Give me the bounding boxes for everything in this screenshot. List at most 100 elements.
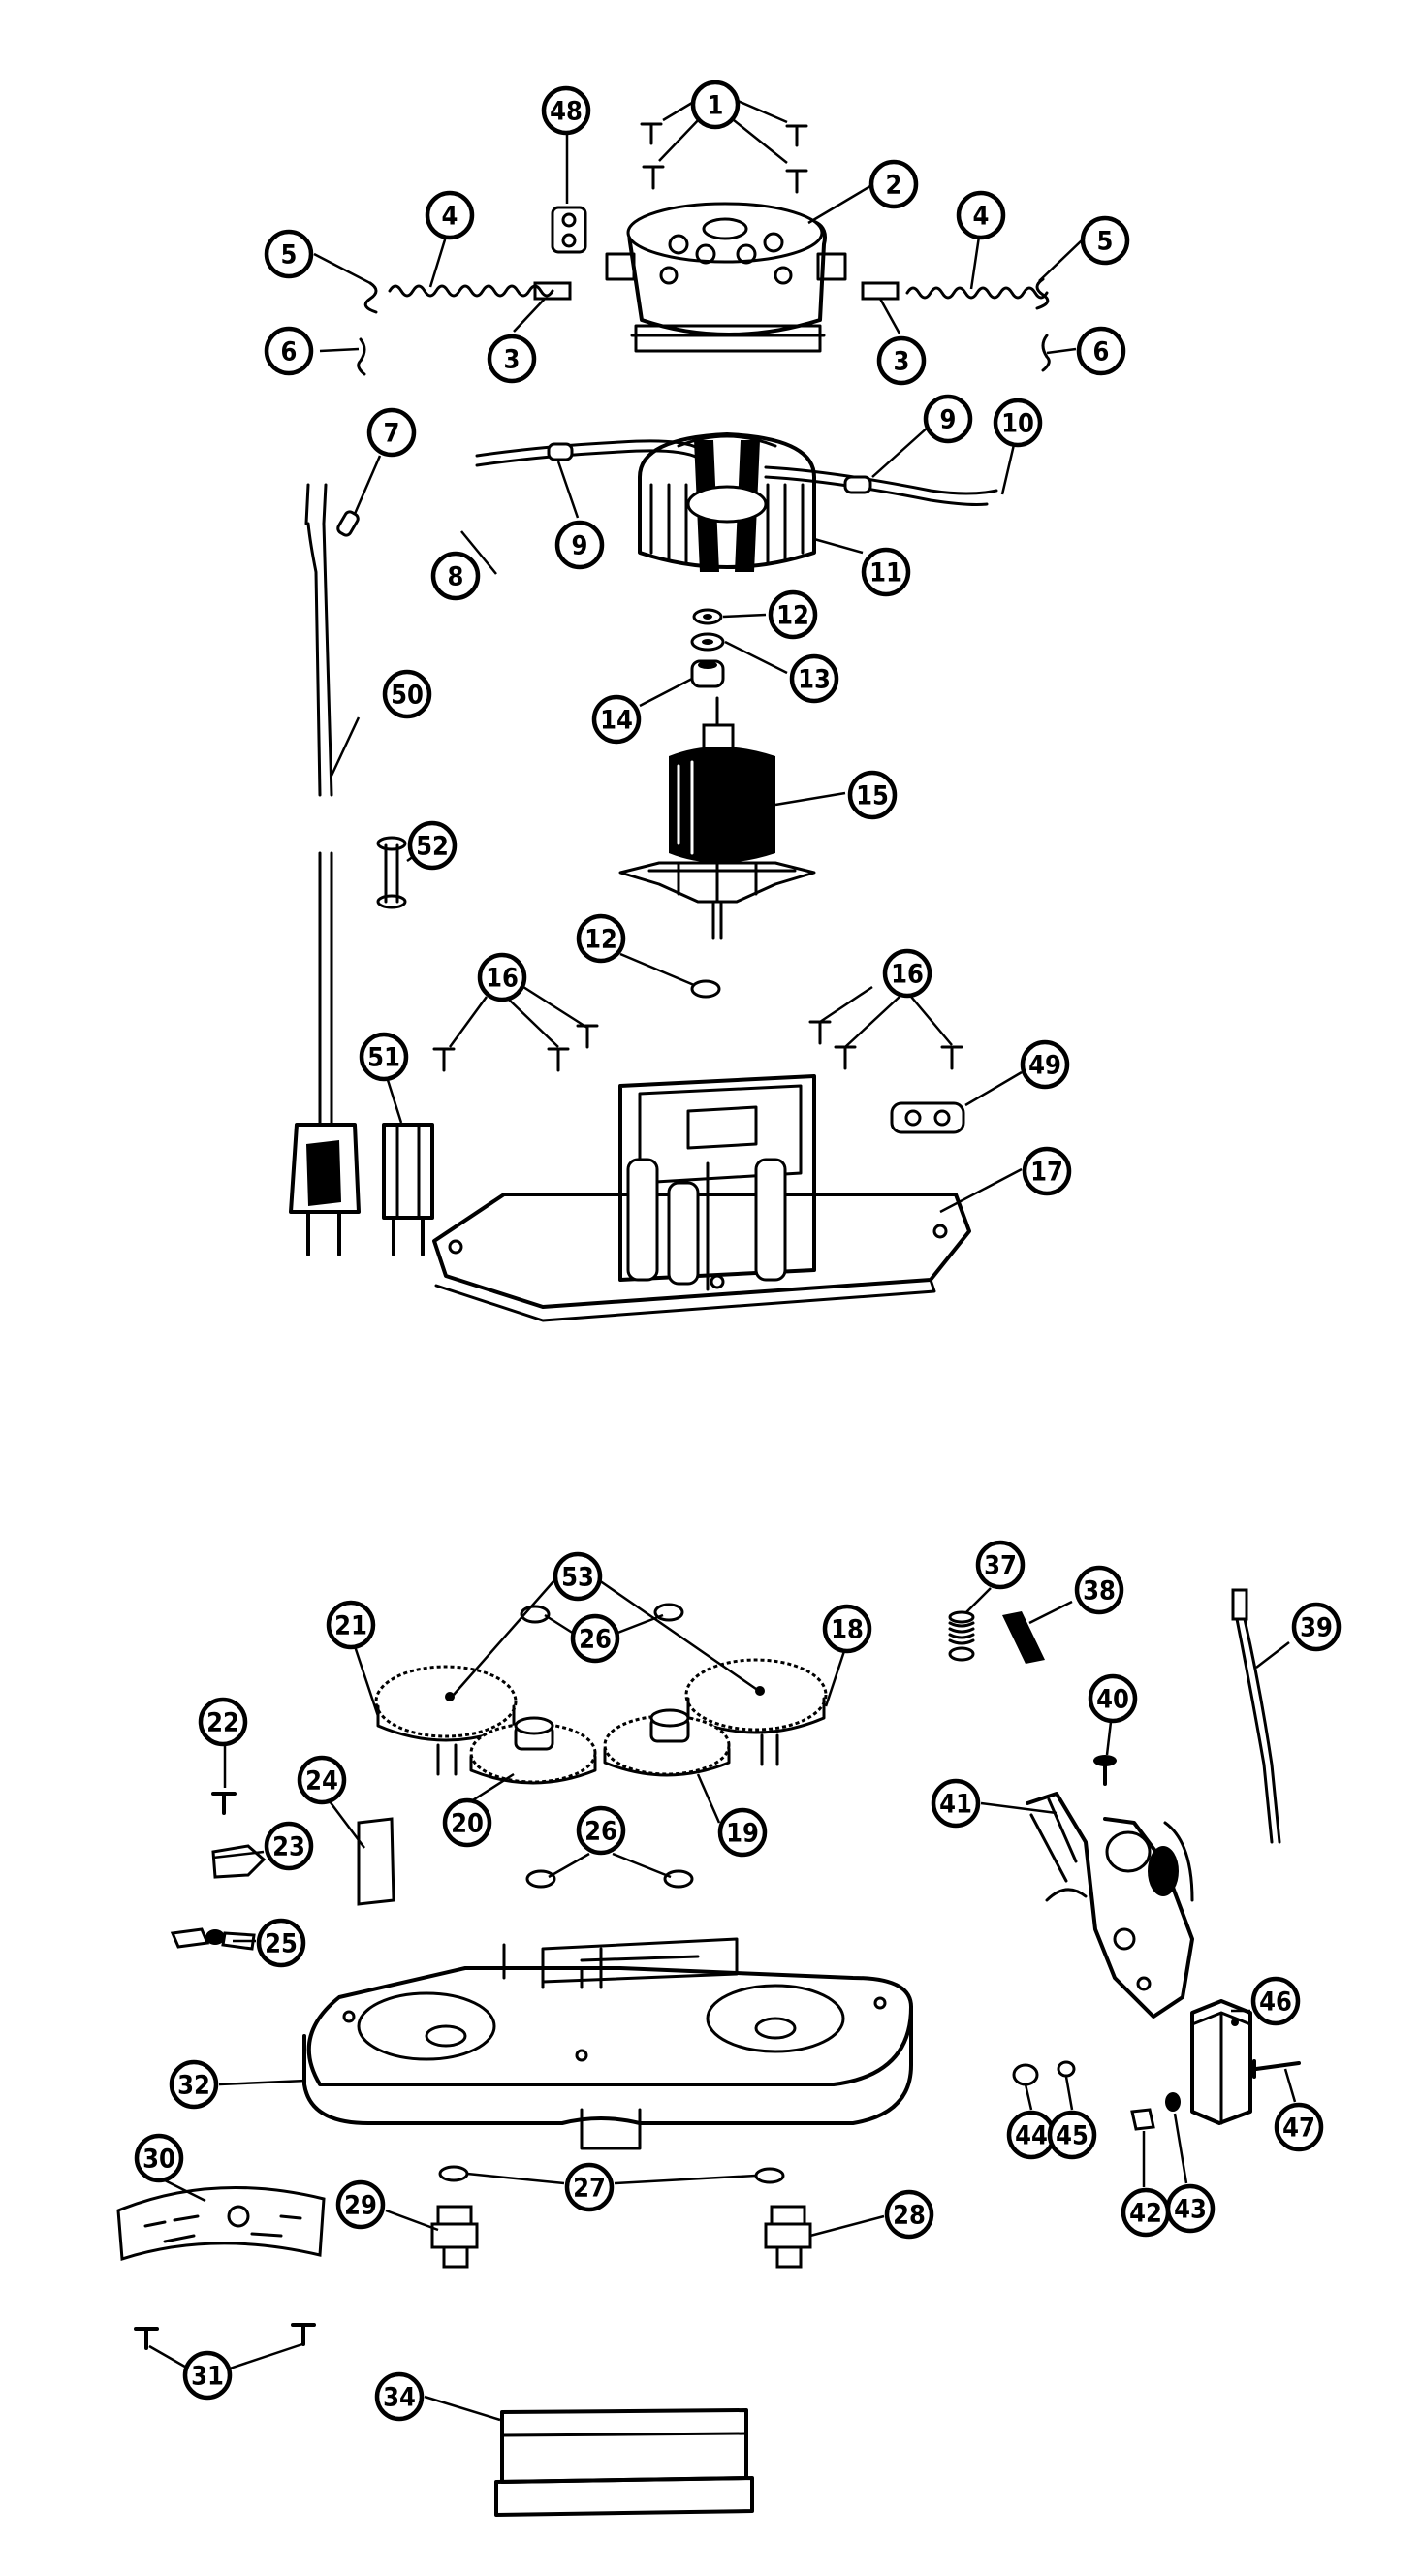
callout-18: 18 [822,1604,872,1654]
callout-circle [541,85,591,136]
part-5-6-clips [357,277,1051,376]
callout-number: 50 [391,681,424,711]
callout-circle [487,334,537,384]
callout-circle [956,190,1006,240]
callout-2: 2 [868,159,919,209]
part-31-screws [134,2323,316,2350]
callout-26: 26 [570,1613,620,1664]
callout-6: 6 [264,326,314,376]
callout-circle [553,1551,603,1602]
callout-number: 4 [442,202,458,232]
callout-37: 37 [975,1540,1026,1590]
callout-number: 44 [1015,2121,1048,2151]
callout-number: 24 [305,1766,338,1797]
callout-number: 39 [1300,1613,1333,1643]
callout-number: 49 [1028,1051,1061,1081]
part-16-screws [432,1020,963,1072]
part-23-clip [211,1844,267,1879]
part-48-bracket [551,206,587,254]
callout-4: 4 [956,190,1006,240]
callout-6: 6 [1076,326,1126,376]
callout-number: 25 [265,1929,298,1959]
callout-number: 9 [572,531,588,561]
part-25-wing-nut [170,1927,256,1951]
callout-43: 43 [1165,2183,1216,2234]
part-39-lead [1231,1588,1281,1844]
part-22-screw [211,1792,237,1815]
callout-circle [931,1778,981,1829]
callout-44: 44 [1006,2110,1057,2160]
callout-47: 47 [1274,2102,1324,2152]
callout-number: 31 [191,2362,224,2392]
callout-number: 45 [1056,2121,1089,2151]
callout-number: 16 [486,964,519,994]
part-21-gear [374,1665,518,1776]
callout-number: 20 [451,1809,484,1839]
callout-51: 51 [359,1032,409,1082]
callout-number: 22 [206,1708,239,1738]
callout-4: 4 [425,190,475,240]
callout-10: 10 [993,398,1043,448]
callout-circle [690,80,741,130]
callout-number: 13 [798,665,831,695]
callout-circle [382,669,432,719]
callout-number: 37 [984,1551,1017,1581]
callout-circle [407,820,458,871]
callout-50: 50 [382,669,432,719]
callout-circle [1076,326,1126,376]
callout-25: 25 [256,1918,306,1968]
callout-circle [335,2179,386,2230]
part-44-nut [1012,2063,1039,2086]
callout-circle [1250,1976,1301,2026]
part-52-sleeve [376,836,407,909]
callout-circle [182,2350,233,2401]
callout-circle [923,394,973,444]
callout-number: 18 [831,1615,864,1645]
callout-circle [1291,1602,1342,1652]
callout-5: 5 [1080,215,1130,266]
callout-circle [789,653,839,704]
callout-number: 6 [1093,337,1110,367]
callout-circle [717,1807,768,1858]
callout-1: 1 [690,80,741,130]
callout-number: 3 [894,347,910,377]
callout-circle [861,547,911,597]
callout-11: 11 [861,547,911,597]
callout-27: 27 [564,2162,615,2212]
callout-circle [564,2162,615,2212]
callout-53: 53 [553,1551,603,1602]
part-17-base-plate [432,1074,971,1322]
callout-number: 12 [776,601,809,631]
callout-number: 51 [367,1043,400,1073]
callout-14: 14 [591,694,642,745]
callout-26: 26 [576,1805,626,1856]
leader-lines [148,95,1297,2422]
part-28-foot [764,2205,812,2269]
callout-52: 52 [407,820,458,871]
callout-number: 26 [584,1817,617,1847]
callout-number: 38 [1083,1576,1116,1606]
callout-28: 28 [884,2189,934,2240]
part-41-switch-assembly [1026,1792,1194,2019]
part-26-washer [663,1869,694,1889]
part-38-block [1002,1611,1045,1664]
callout-16: 16 [477,952,527,1002]
callout-circle [374,2371,425,2422]
callout-circle [1165,2183,1216,2234]
callout-34: 34 [374,2371,425,2422]
part-2-motor-housing [605,202,847,353]
callout-19: 19 [717,1807,768,1858]
callout-12: 12 [576,913,626,964]
callout-number: 9 [940,405,957,435]
callout-circle [576,913,626,964]
callout-16: 16 [882,948,932,999]
part-47-screw [1252,2059,1301,2079]
callout-circle [882,948,932,999]
callout-5: 5 [264,229,314,279]
callout-20: 20 [442,1797,492,1848]
callout-number: 46 [1259,1988,1292,2018]
callout-circle [570,1613,620,1664]
callout-number: 26 [579,1625,612,1655]
